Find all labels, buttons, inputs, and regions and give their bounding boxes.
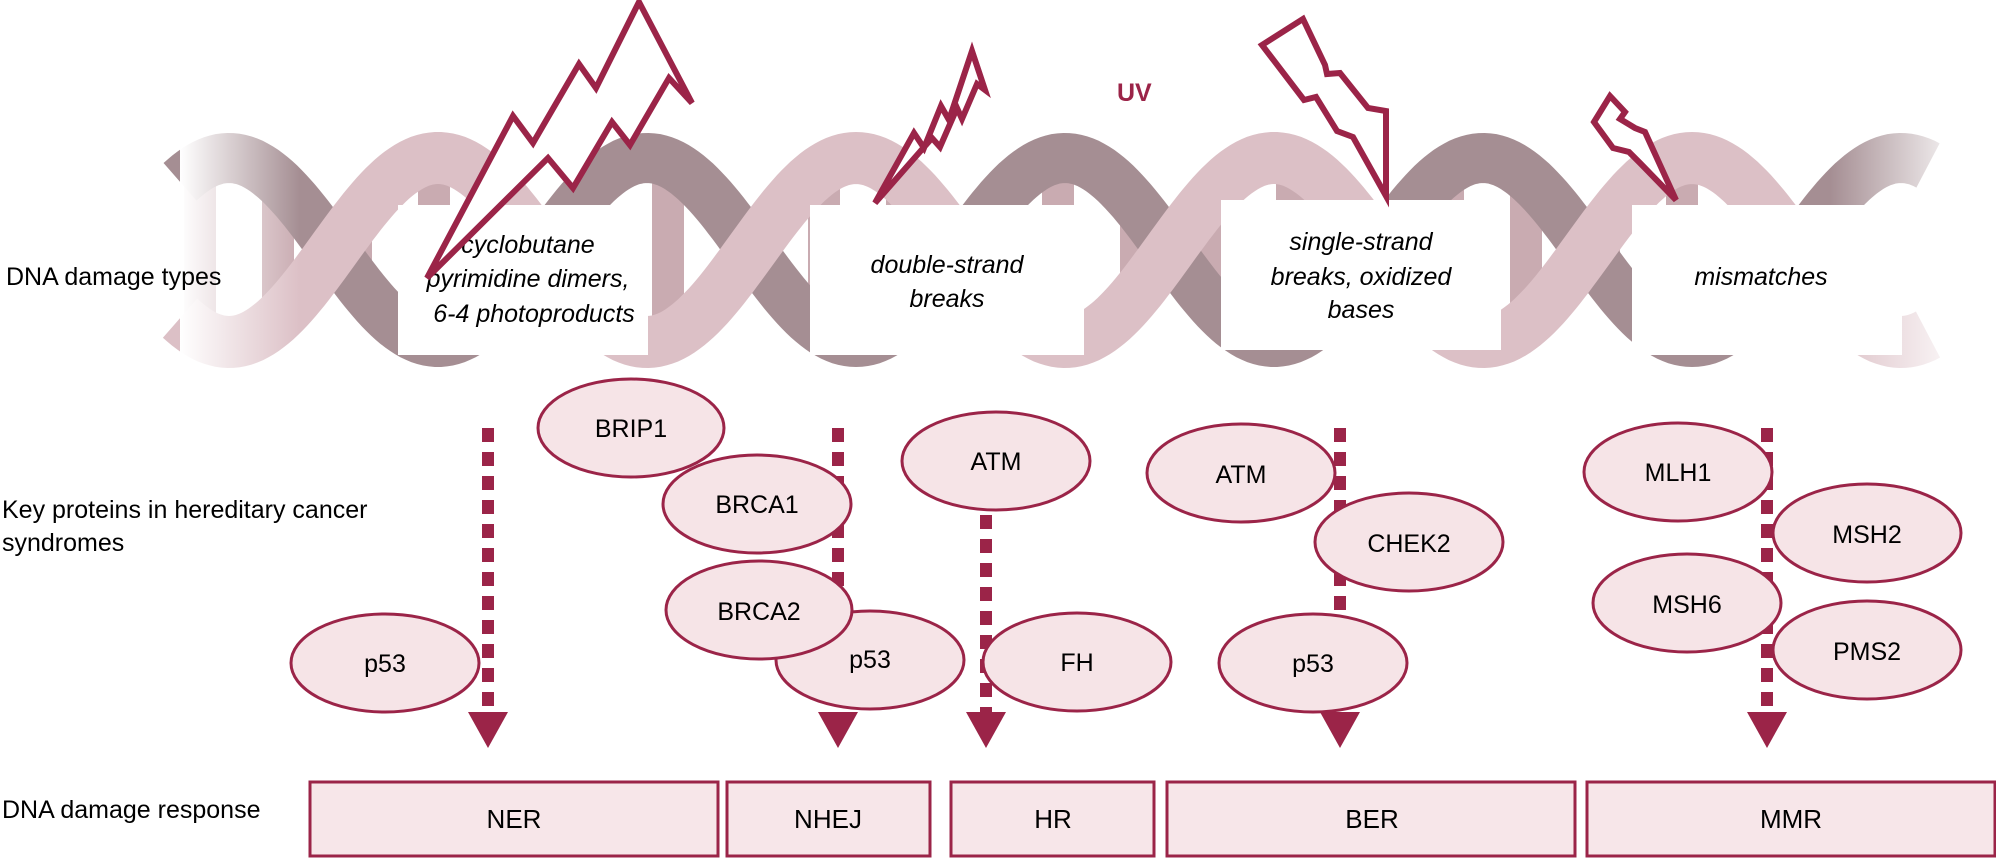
damage-type-box-uv: cyclobutane pyrimidine dimers, 6-4 photo… bbox=[398, 205, 648, 355]
protein-label: BRCA1 bbox=[715, 491, 798, 519]
protein-node-atm-ber: ATM bbox=[1145, 422, 1337, 524]
arrow-down-icon bbox=[468, 712, 508, 748]
response-box-hr: HR bbox=[949, 780, 1156, 858]
response-label: BER bbox=[1345, 804, 1398, 834]
lightning-bolt-icon bbox=[1257, 14, 1389, 208]
protein-node-p53-ber: p53 bbox=[1217, 612, 1409, 714]
protein-node-atm-hr: ATM bbox=[900, 410, 1092, 512]
pathway-arrows bbox=[482, 428, 1773, 712]
protein-node-brca1: BRCA1 bbox=[661, 453, 853, 555]
response-label: NHEJ bbox=[794, 804, 862, 834]
arrow-down-icon bbox=[966, 712, 1006, 748]
pathway-arrow-heads bbox=[468, 712, 1787, 748]
response-box-ner: NER bbox=[308, 780, 720, 858]
damage-type-label-line: pyrimidine dimers, bbox=[426, 265, 630, 293]
damage-type-label-line: single-strand bbox=[1289, 228, 1433, 256]
damage-type-label-line: 6-4 photoproducts bbox=[433, 300, 635, 328]
protein-node-p53-ner: p53 bbox=[289, 612, 481, 714]
damage-type-label-line: double-strand bbox=[871, 251, 1025, 279]
protein-label: BRCA2 bbox=[717, 598, 800, 626]
damage-type-label-line: breaks bbox=[909, 285, 984, 313]
protein-node-msh6: MSH6 bbox=[1591, 552, 1783, 654]
row-label-proteins-line2: syndromes bbox=[2, 529, 124, 557]
protein-label: PMS2 bbox=[1833, 638, 1901, 666]
protein-label: p53 bbox=[849, 646, 891, 674]
damage-type-label-line: breaks, oxidized bbox=[1271, 263, 1453, 291]
protein-nodes: BRIP1 BRCA1 p53 BRCA2 p53 ATM FH ATM bbox=[289, 377, 1963, 714]
base-pair-bar bbox=[652, 162, 684, 338]
arrow-down-icon bbox=[818, 712, 858, 748]
uv-label: UV bbox=[1117, 79, 1152, 107]
damage-type-label-line: mismatches bbox=[1694, 263, 1827, 291]
response-box-ber: BER bbox=[1165, 780, 1577, 858]
protein-label: ATM bbox=[1216, 461, 1267, 489]
protein-label: FH bbox=[1060, 649, 1093, 677]
protein-node-fh: FH bbox=[981, 611, 1173, 713]
damage-type-label-line: cyclobutane bbox=[461, 231, 594, 259]
protein-label: MLH1 bbox=[1645, 459, 1712, 487]
lightning-bolt-icon bbox=[424, 0, 695, 281]
protein-node-chek2: CHEK2 bbox=[1313, 491, 1505, 593]
damage-type-label-line: bases bbox=[1328, 296, 1395, 324]
damage-type-box-bg bbox=[1632, 205, 1902, 355]
protein-label: BRIP1 bbox=[595, 415, 667, 443]
response-box-nhej: NHEJ bbox=[725, 780, 932, 858]
row-label-response: DNA damage response bbox=[2, 796, 260, 824]
response-box-mmr: MMR bbox=[1585, 780, 1996, 858]
protein-label: ATM bbox=[971, 448, 1022, 476]
protein-node-pms2: PMS2 bbox=[1771, 599, 1963, 701]
response-label: HR bbox=[1034, 804, 1072, 834]
damage-type-box-dsb: double-strand breaks bbox=[810, 205, 1084, 355]
response-boxes: NER NHEJ HR BER MMR bbox=[308, 780, 1996, 858]
protein-label: MSH6 bbox=[1652, 591, 1721, 619]
damage-type-box-bg bbox=[1221, 200, 1501, 350]
response-label: MMR bbox=[1760, 804, 1822, 834]
protein-label: p53 bbox=[1292, 650, 1334, 678]
lightning-bolt-icon bbox=[1590, 91, 1679, 203]
protein-node-msh2: MSH2 bbox=[1771, 482, 1963, 584]
damage-type-box-bg bbox=[398, 205, 648, 355]
arrow-down-icon bbox=[1747, 712, 1787, 748]
protein-node-brca2: BRCA2 bbox=[664, 559, 854, 661]
row-label-proteins-line1: Key proteins in hereditary cancer bbox=[2, 496, 367, 524]
helix-fade-left bbox=[180, 80, 300, 420]
damage-type-box-ssb: single-strand breaks, oxidized bases bbox=[1221, 200, 1501, 350]
lightning-bolt-icon bbox=[872, 41, 991, 205]
response-label: NER bbox=[487, 804, 542, 834]
protein-node-mlh1: MLH1 bbox=[1582, 421, 1774, 523]
protein-label: MSH2 bbox=[1832, 521, 1901, 549]
protein-node-brip1: BRIP1 bbox=[536, 377, 726, 479]
arrow-down-icon bbox=[1320, 712, 1360, 748]
protein-label: CHEK2 bbox=[1367, 530, 1450, 558]
protein-label: p53 bbox=[364, 650, 406, 678]
damage-type-box-mismatch: mismatches bbox=[1632, 205, 1902, 355]
row-label-damage-types: DNA damage types bbox=[6, 263, 221, 291]
damage-type-box-bg bbox=[810, 205, 1084, 355]
